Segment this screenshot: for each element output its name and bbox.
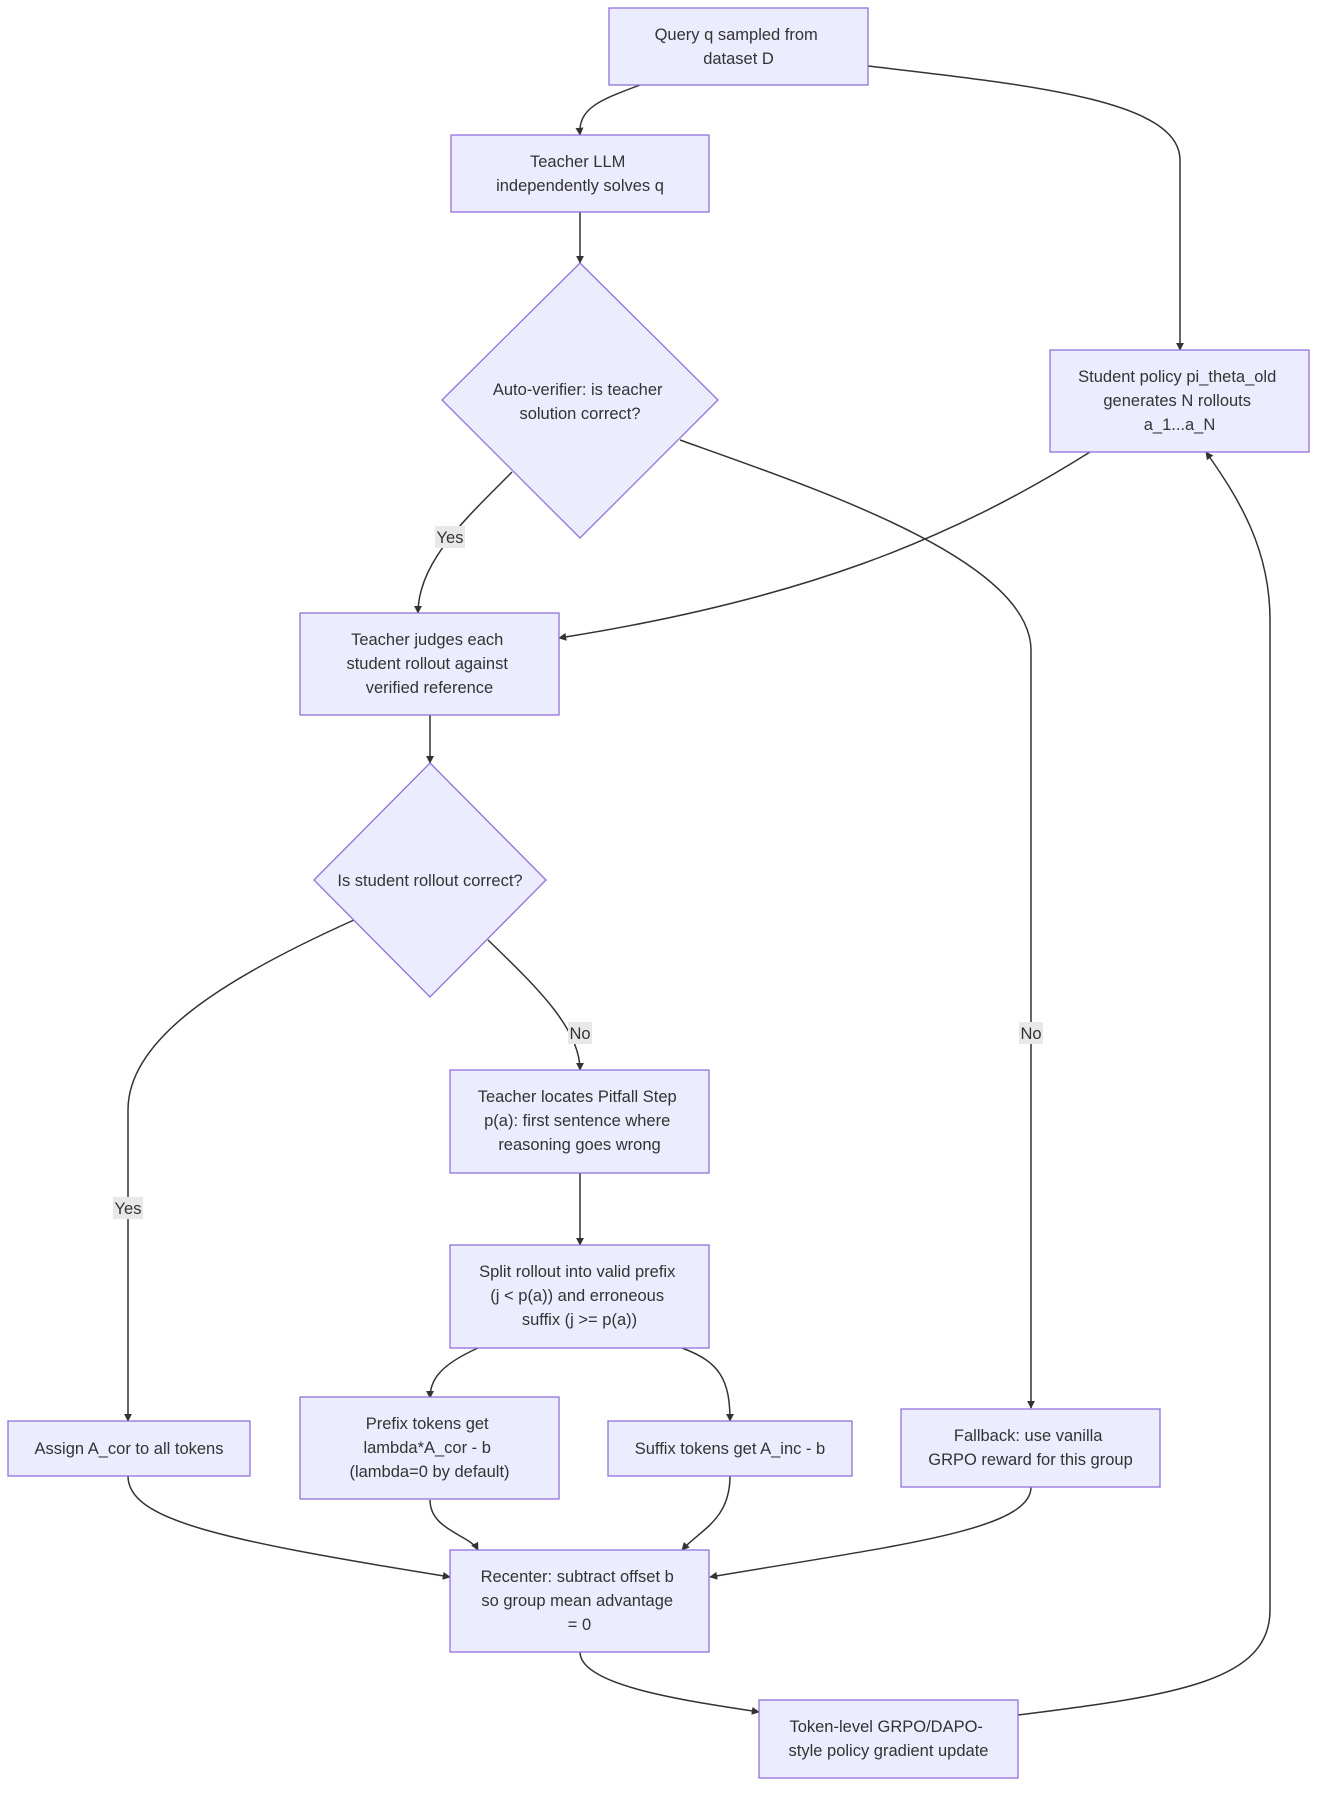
- svg-text:No: No: [1020, 1025, 1041, 1043]
- edge-split-to-prefix: [426, 1347, 479, 1399]
- svg-text:Recenter: subtract offset b: Recenter: subtract offset b so group mea…: [481, 1568, 679, 1634]
- edge-prefix-to-recenter: [429, 1499, 479, 1551]
- svg-text:Prefix tokens get lamb: Prefix tokens get lambda*A_cor - b (lamb…: [349, 1415, 509, 1481]
- node-teacher-judge[interactable]: Teacher judges each student rollout agai…: [299, 612, 560, 716]
- edge-label-verifier-yes: Yes: [435, 526, 465, 548]
- node-query[interactable]: Query q sampled from dataset D: [608, 7, 869, 86]
- svg-text:Suffix tokens get A_inc - b: Suffix tokens get A_inc - b: [635, 1440, 825, 1458]
- svg-text:Teacher judges each st: Teacher judges each student rollout agai…: [346, 631, 512, 697]
- node-verifier-decision[interactable]: Auto-verifier: is teacher solution corre…: [441, 262, 719, 539]
- nodes: Query q sampled from dataset D Teacher L…: [7, 7, 1310, 1779]
- edge-label-student-no: No: [568, 1022, 592, 1044]
- svg-text:Teacher locates Pitfall Step: Teacher locates Pitfall Step p(a): first…: [478, 1088, 682, 1154]
- node-prefix[interactable]: Prefix tokens get lambda*A_cor - b (lamb…: [299, 1396, 560, 1500]
- edge-recenter-to-update: [579, 1651, 760, 1715]
- node-student-policy[interactable]: Student policy pi_theta_old generates N …: [1049, 349, 1310, 453]
- node-pitfall[interactable]: Teacher locates Pitfall Step p(a): first…: [449, 1069, 710, 1174]
- svg-text:Fallback: use vanilla: Fallback: use vanilla GRPO reward for th…: [928, 1427, 1133, 1469]
- svg-text:Student policy pi_theta_old: Student policy pi_theta_old generates N …: [1078, 368, 1281, 434]
- node-suffix[interactable]: Suffix tokens get A_inc - b: [607, 1420, 853, 1477]
- edge-split-to-suffix: [681, 1347, 734, 1422]
- node-split[interactable]: Split rollout into valid prefix (j < p(a…: [449, 1244, 710, 1349]
- svg-text:Token-level GRPO/DAPO-: Token-level GRPO/DAPO- style policy grad…: [789, 1718, 989, 1760]
- edge-verifier-no-to-fallback: [679, 439, 1035, 1409]
- edge-student-no-to-pitfall: [487, 939, 584, 1071]
- svg-text:Teacher LLM independen: Teacher LLM independently solves q: [496, 153, 664, 195]
- edge-query-to-student-policy: [867, 65, 1184, 351]
- svg-text:No: No: [569, 1025, 590, 1043]
- svg-text:Is student rollout correct?: Is student rollout correct?: [337, 872, 522, 890]
- svg-text:Yes: Yes: [115, 1200, 142, 1218]
- node-update[interactable]: Token-level GRPO/DAPO- style policy grad…: [758, 1699, 1019, 1779]
- edge-label-student-yes: Yes: [113, 1197, 143, 1219]
- edge-query-to-teacher-solve: [575, 84, 641, 136]
- edge-student-policy-to-teacher-judge: [558, 451, 1091, 641]
- edge-assign-cor-to-recenter: [127, 1475, 451, 1580]
- node-assign-cor[interactable]: Assign A_cor to all tokens: [7, 1420, 251, 1477]
- edge-labels: Yes No No Yes: [113, 526, 1043, 1219]
- node-fallback[interactable]: Fallback: use vanilla GRPO reward for th…: [900, 1408, 1161, 1488]
- edge-student-yes-to-assign-cor: [124, 919, 355, 1422]
- node-teacher-solve[interactable]: Teacher LLM independently solves q: [450, 134, 710, 213]
- svg-text:Query q sampled from d: Query q sampled from dataset D: [655, 26, 823, 68]
- svg-text:Split rollout into valid prefi: Split rollout into valid prefix (j < p(a…: [479, 1263, 680, 1329]
- svg-text:Yes: Yes: [437, 529, 464, 547]
- node-student-correct-decision[interactable]: Is student rollout correct?: [313, 762, 547, 998]
- edge-suffix-to-recenter: [681, 1475, 731, 1551]
- svg-text:Assign A_cor to all tokens: Assign A_cor to all tokens: [35, 1440, 224, 1458]
- svg-text:Auto-verifier: is teacher: Auto-verifier: is teacher solution corre…: [493, 381, 667, 423]
- edges: [124, 65, 1271, 1716]
- edge-fallback-to-recenter: [709, 1486, 1032, 1580]
- edge-label-verifier-no: No: [1019, 1022, 1043, 1044]
- edge-update-to-student-policy: [1017, 451, 1271, 1716]
- node-recenter[interactable]: Recenter: subtract offset b so group mea…: [449, 1549, 710, 1653]
